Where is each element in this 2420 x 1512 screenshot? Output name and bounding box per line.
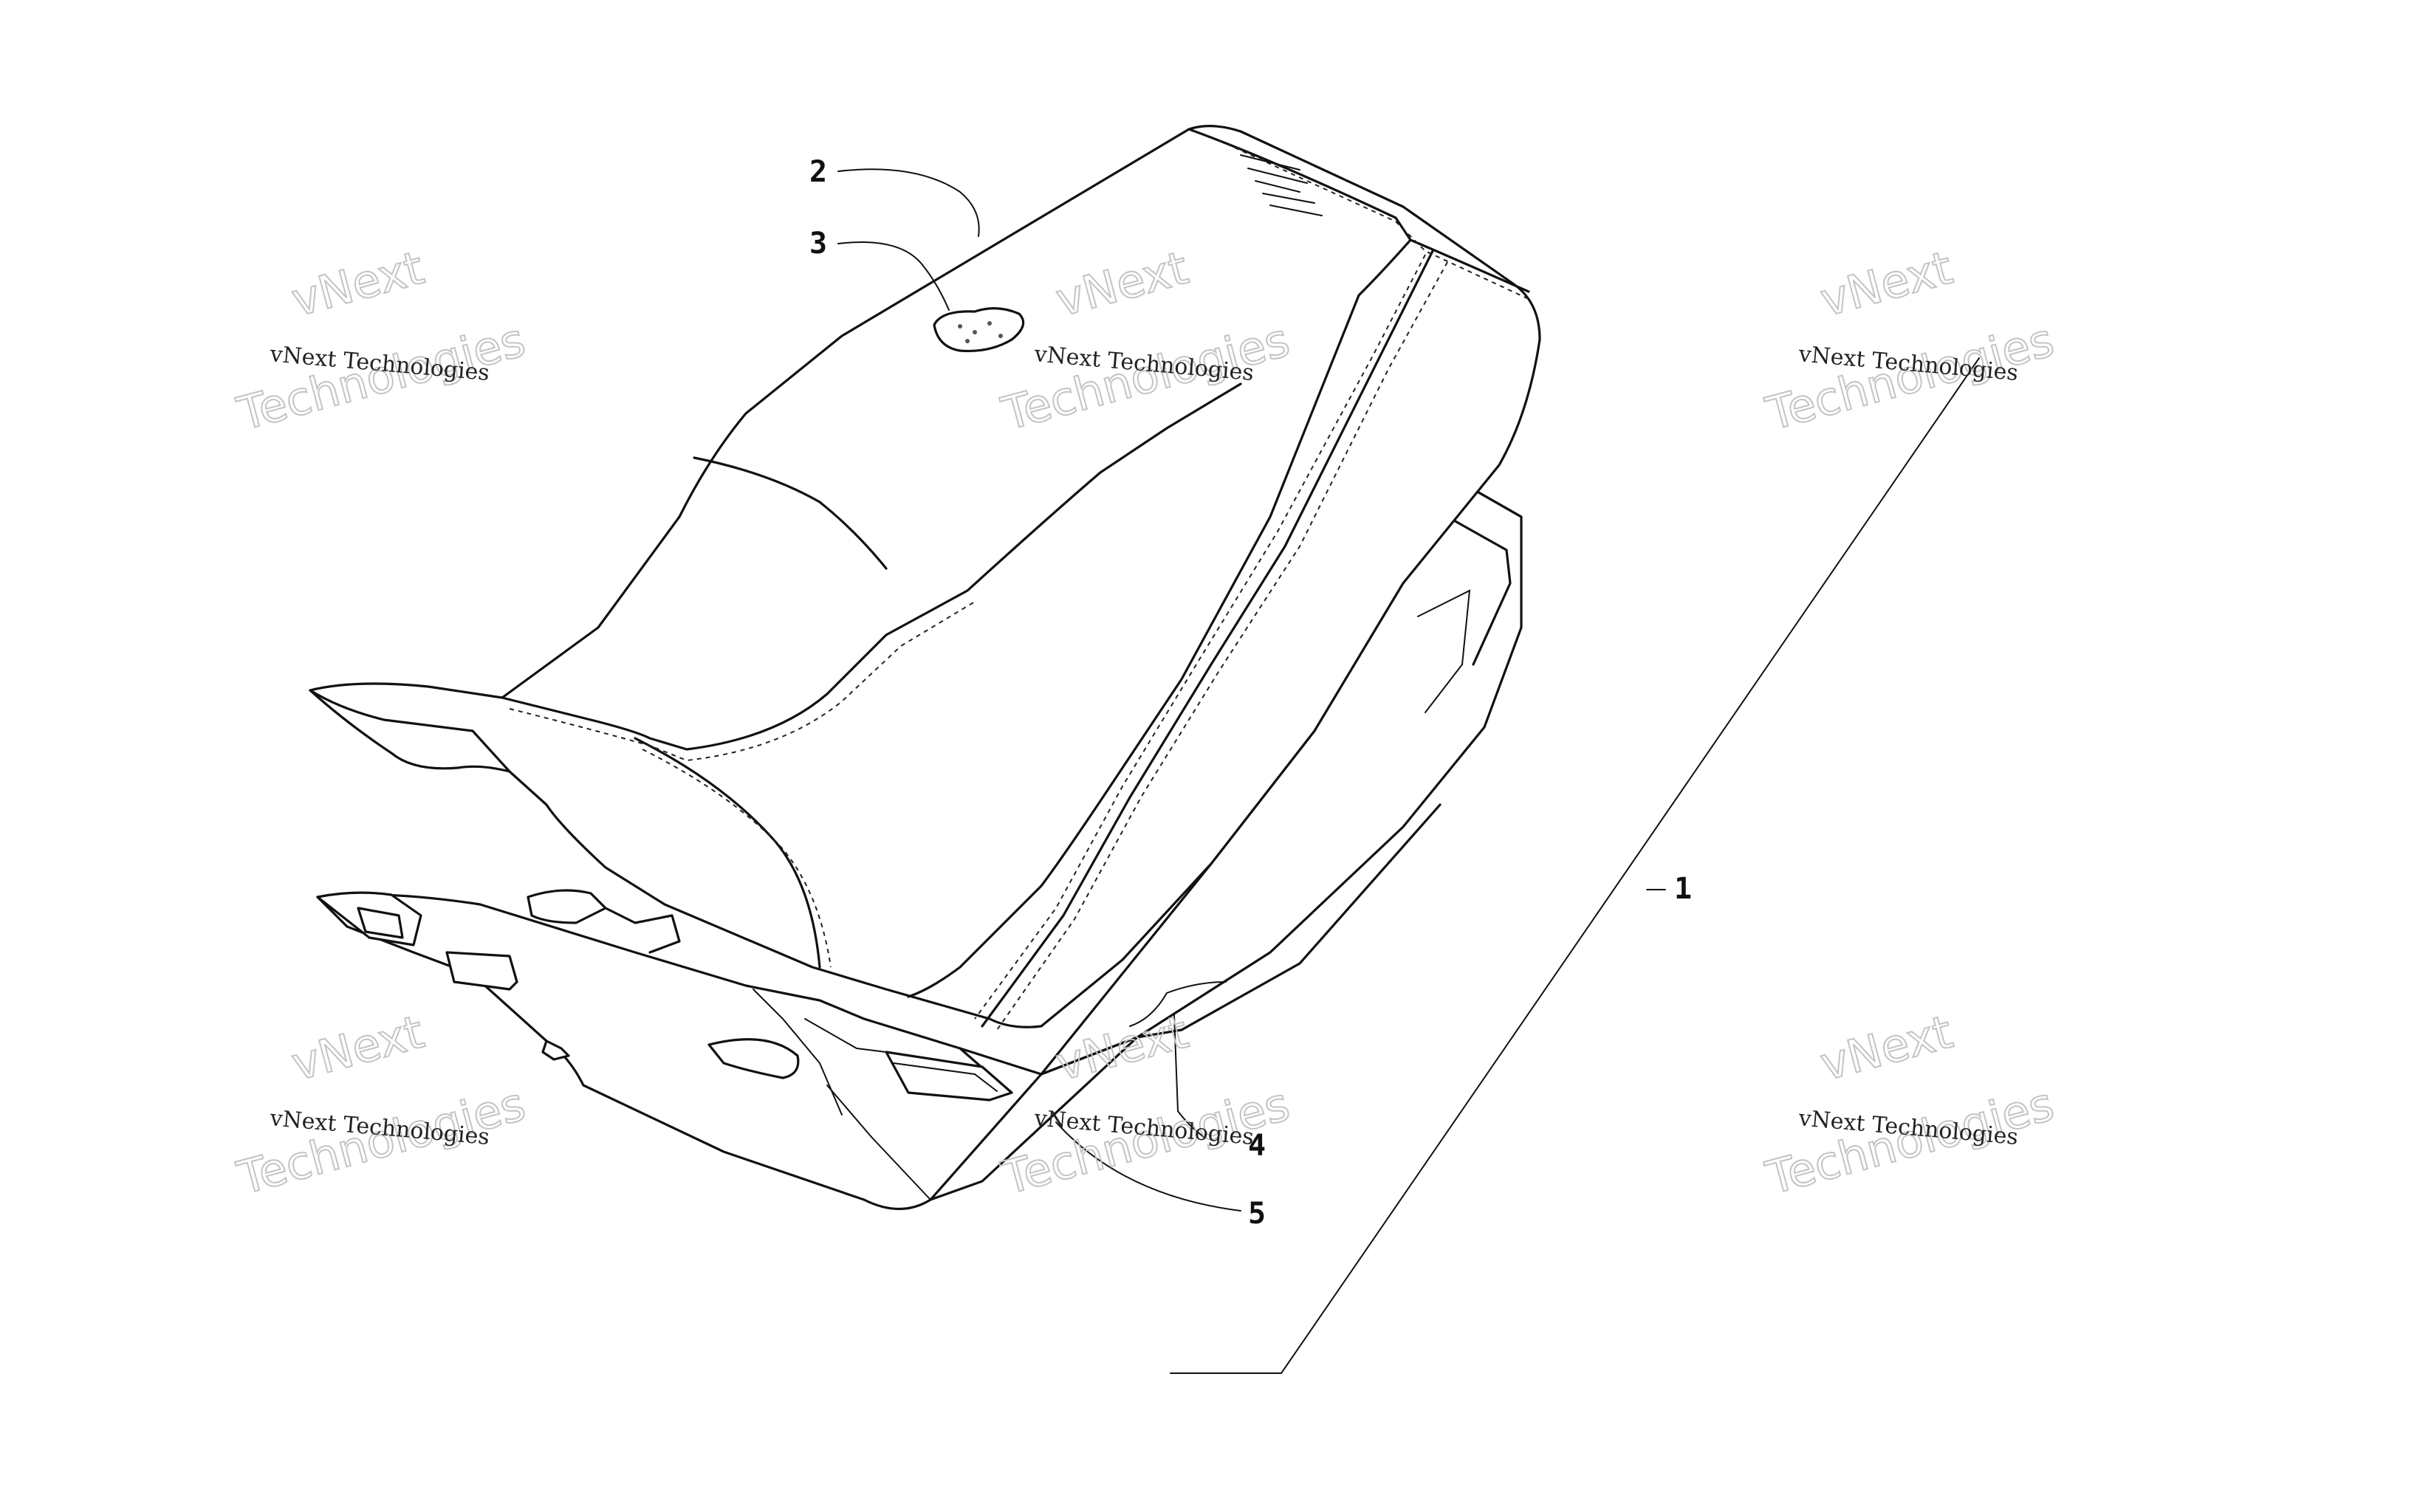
leader-1 <box>1170 357 1980 1374</box>
callout-5: 5 <box>1248 1197 1266 1231</box>
watermark-bottom-center: vNext Technologies vNext Technologies <box>995 1004 1296 1206</box>
seat-base <box>316 486 1523 1211</box>
svg-text:vNext: vNext <box>1814 1005 1958 1091</box>
callout-leaders <box>837 168 1980 1374</box>
watermark-bottom-left: vNext Technologies vNext Technologies <box>231 1004 532 1206</box>
leader-3 <box>837 241 950 311</box>
callout-3: 3 <box>809 227 827 261</box>
watermark-top-right: vNext Technologies vNext Technologies <box>1760 240 2060 442</box>
callout-labels: 1 2 3 4 5 <box>809 155 1692 1231</box>
leader-5 <box>1055 1121 1241 1212</box>
watermark-bottom-right: vNext Technologies vNext Technologies <box>1760 1004 2060 1206</box>
svg-text:vNext: vNext <box>1814 241 1958 327</box>
svg-text:vNext: vNext <box>286 1005 429 1091</box>
svg-text:vNext: vNext <box>286 241 429 327</box>
callout-2: 2 <box>809 155 827 189</box>
callout-1: 1 <box>1674 872 1692 906</box>
watermark-top-left: vNext Technologies vNext Technologies <box>231 240 532 442</box>
seat-cover <box>309 125 1541 1031</box>
callout-4: 4 <box>1248 1129 1266 1163</box>
leader-2 <box>837 168 980 237</box>
leader-4 <box>1173 1014 1204 1138</box>
